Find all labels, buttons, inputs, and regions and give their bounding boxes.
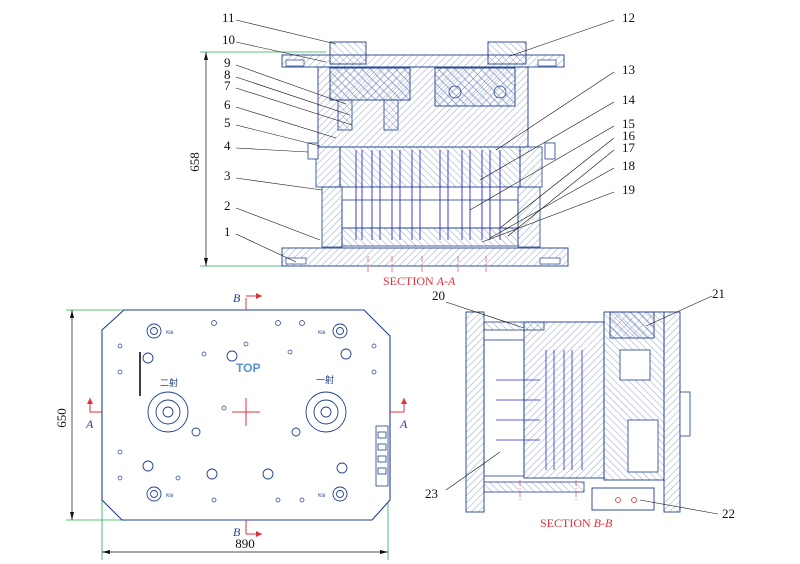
section-aa-view: 6 5 8 [187,41,569,288]
callout-8: 8 [224,67,231,82]
section-aa-title: SECTION A-A [383,274,456,288]
callout-13: 13 [622,62,635,77]
right-gate-label: 一射 [316,374,334,386]
callout-17: 17 [622,140,636,155]
callout-7: 7 [224,78,231,93]
section-bb-callouts [445,295,719,515]
right-locating-ring [305,391,347,433]
callout-18: 18 [622,158,635,173]
callout-4: 4 [224,138,231,153]
callout-9: 9 [224,55,231,70]
bolt-mark-2: M30 [318,330,326,335]
callout-23: 23 [425,486,438,501]
section-bb-view: SECTION B-B [465,311,691,530]
cut-label-a-right: A [399,417,408,431]
callout-16: 16 [622,128,636,143]
callout-1: 1 [224,224,231,239]
callout-14: 14 [622,92,636,107]
bolt-mark-1: M30 [166,330,174,335]
callout-12: 12 [622,10,635,25]
section-bb-title: SECTION B-B [540,516,613,530]
dimension-658-label: 658 [187,152,202,172]
corner-bolts [142,323,352,502]
callout-21: 21 [712,286,725,301]
height-dimension: 6 5 8 [187,51,326,267]
small-holes [117,320,377,503]
callout-3: 3 [224,168,231,183]
top-orientation-label: TOP [236,361,260,375]
bolt-mark-3: M30 [166,493,174,498]
plan-view: 650 890 B B A A [54,291,408,560]
dimension-890-label: 890 [235,536,255,551]
bolt-mark-4: M30 [318,493,326,498]
callout-20: 20 [432,288,445,303]
callout-19: 19 [622,182,635,197]
callout-22: 22 [722,506,735,521]
callout-10: 10 [222,32,235,47]
callout-6: 6 [224,97,231,112]
cut-label-b-bottom: B [233,525,241,539]
callout-2: 2 [224,198,231,213]
left-locating-ring [147,391,189,433]
callout-15: 15 [622,116,635,131]
dimension-650-label: 650 [54,408,69,428]
section-aa-labels: 11 10 9 8 7 6 5 4 3 2 1 12 13 14 15 16 1… [222,10,636,239]
water-connectors [375,425,389,487]
cut-label-b-top: B [233,291,241,305]
left-gate-label: 二射 [160,377,178,389]
section-aa-callouts [235,19,615,263]
cut-label-a-left: A [85,417,94,431]
callout-5: 5 [224,115,231,130]
callout-11: 11 [222,10,235,25]
